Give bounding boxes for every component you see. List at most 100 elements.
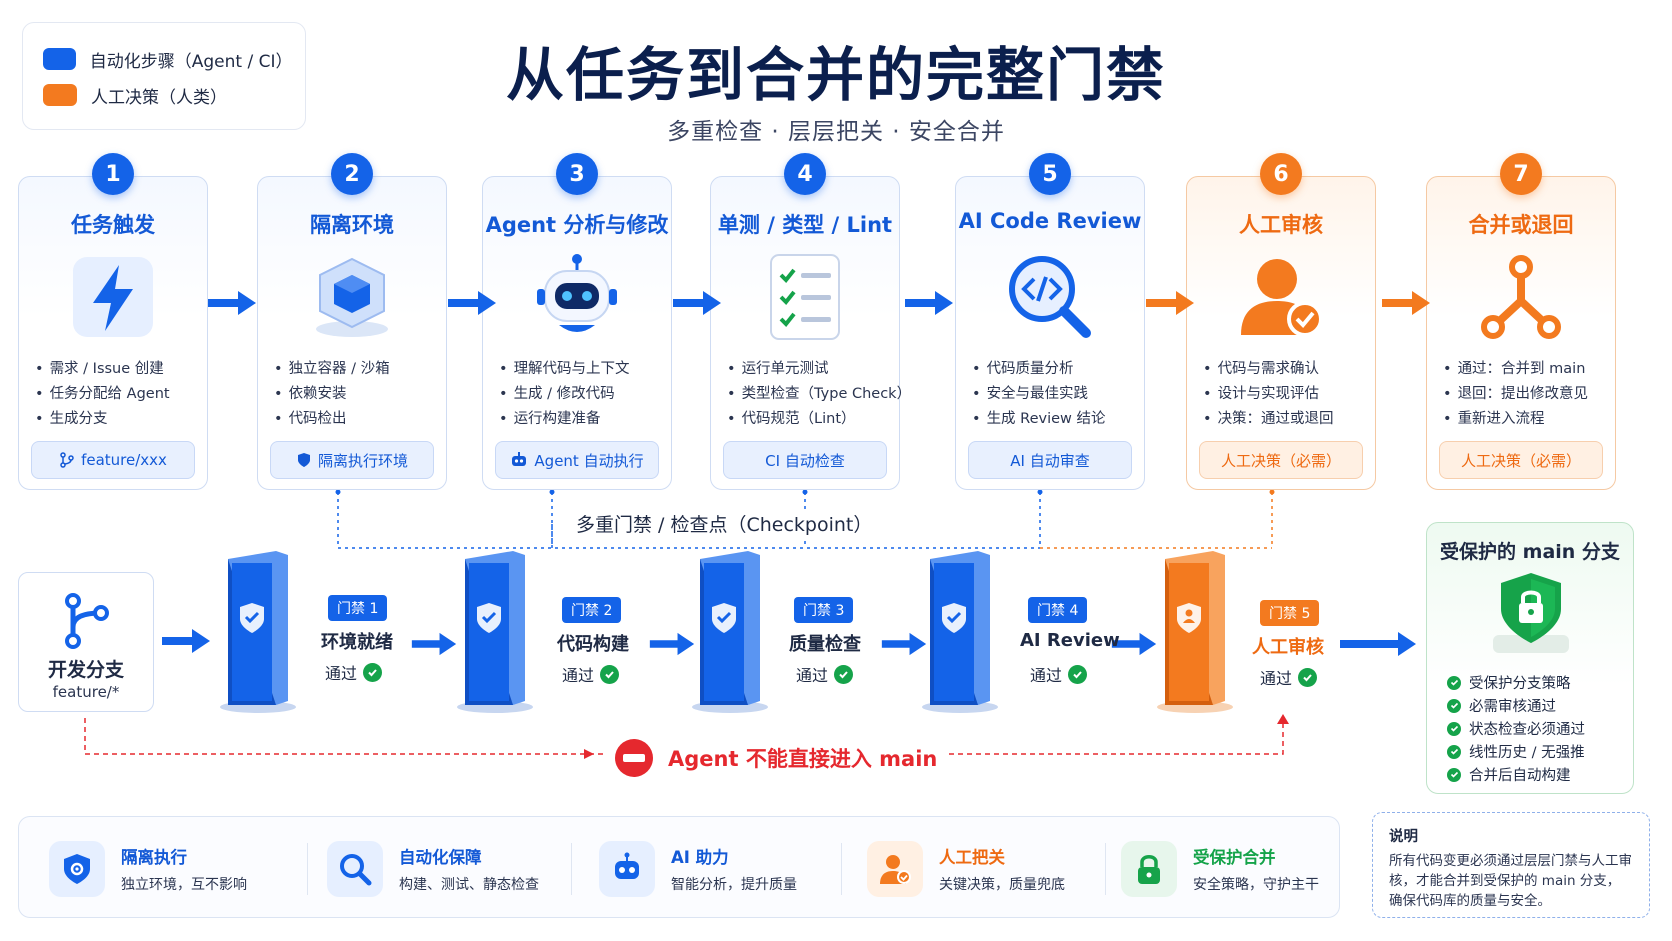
- dev-branch-pattern: feature/*: [52, 683, 120, 701]
- dev-branch-card: 开发分支 feature/*: [18, 572, 154, 712]
- feature-title: 隔离执行: [121, 848, 187, 867]
- legend-item-human: 人工决策（人类）: [43, 77, 285, 113]
- arrow-right-icon: [411, 632, 457, 656]
- divider: [307, 843, 308, 895]
- step-tag-label: AI 自动审查: [1010, 451, 1090, 470]
- bullet: 退回：提出修改意见: [1443, 382, 1609, 407]
- bullet: 代码检出: [274, 407, 440, 432]
- policy-item-label: 受保护分支策略: [1469, 676, 1571, 692]
- policy-item-label: 状态检查必须通过: [1469, 722, 1585, 738]
- gate-status: 通过: [325, 660, 383, 684]
- step-title: 单测 / 类型 / Lint: [717, 213, 893, 237]
- arrow-right-icon: [649, 632, 695, 656]
- gate-status-label: 通过: [1260, 669, 1293, 688]
- divider: [1105, 843, 1106, 895]
- gate-name: AI Review: [1020, 630, 1120, 651]
- divider: [571, 843, 572, 895]
- no-direct-main-warning: Agent 不能直接进入 main: [604, 738, 948, 778]
- legend: 自动化步骤（Agent / CI） 人工决策（人类）: [22, 22, 306, 130]
- step-tag[interactable]: 人工决策（必需）: [1199, 441, 1363, 479]
- robot-icon: [599, 841, 655, 897]
- note-title: 说明: [1389, 829, 1418, 845]
- legend-swatch-blue: [43, 48, 76, 70]
- dev-branch-title: 开发分支: [47, 659, 124, 681]
- gate-badge: 门禁 4: [1028, 597, 1088, 623]
- page-subtitle: 多重检查 · 层层把关 · 安全合并: [667, 119, 1005, 145]
- policy-item-label: 线性历史 / 无强推: [1469, 745, 1585, 761]
- step-tag[interactable]: 隔离执行环境: [270, 441, 434, 479]
- feature-title: AI 助力: [671, 848, 729, 867]
- step-tag-label: 隔离执行环境: [317, 451, 408, 470]
- step-title: Agent 分析与修改: [485, 213, 669, 237]
- gate-badge: 门禁 2: [562, 597, 622, 623]
- bullet: 设计与实现评估: [1203, 382, 1369, 407]
- git-branch-icon: [65, 593, 109, 649]
- step-tag[interactable]: CI 自动检查: [723, 441, 887, 479]
- step-tag[interactable]: feature/xxx: [31, 441, 195, 479]
- gate-badge: 门禁 1: [328, 595, 388, 621]
- gate-door-5: [1157, 551, 1233, 713]
- step-tag-label: Agent 自动执行: [534, 451, 644, 470]
- feature-desc: 安全策略，守护主干: [1193, 877, 1319, 893]
- bullet: 生成分支: [35, 407, 201, 432]
- legend-label: 自动化步骤（Agent / CI）: [89, 51, 293, 72]
- feature-title: 人工把关: [939, 848, 1005, 867]
- bullet: 决策：通过或退回: [1203, 407, 1369, 432]
- policy-item: 受保护分支策略: [1447, 671, 1585, 694]
- step-bullets: 需求 / Issue 创建 任务分配给 Agent 生成分支: [35, 357, 201, 432]
- feature-title: 受保护合并: [1193, 848, 1276, 867]
- gate-status: 通过: [562, 662, 620, 686]
- check-circle-icon: [1447, 721, 1461, 736]
- bullet: 依赖安装: [274, 382, 440, 407]
- bullet: 通过：合并到 main: [1443, 357, 1609, 382]
- bullet: 安全与最佳实践: [972, 382, 1138, 407]
- bullet: 代码与需求确认: [1203, 357, 1369, 382]
- lightning-icon: [73, 257, 153, 337]
- branch-icon: [60, 452, 74, 468]
- arrow-right-icon: [905, 291, 953, 315]
- step-tag-label: 人工决策（必需）: [1220, 451, 1341, 470]
- step-card-3: 3 Agent 分析与修改 理解代码与上下文 生成 / 修改代码 运行构建准备 …: [482, 153, 672, 490]
- step-number: 2: [331, 153, 373, 195]
- check-circle-icon: [363, 662, 383, 682]
- policy-item: 状态检查必须通过: [1447, 717, 1585, 740]
- check-circle-icon: [1068, 664, 1088, 684]
- step-number: 1: [92, 153, 134, 195]
- gate-badge: 门禁 5: [1260, 600, 1320, 626]
- step-tag-label: feature/xxx: [81, 451, 167, 469]
- step-tag[interactable]: 人工决策（必需）: [1439, 441, 1603, 479]
- note-box: 说明 所有代码变更必须通过层层门禁与人工审核，才能合并到受保护的 main 分支…: [1372, 812, 1650, 918]
- policy-item: 线性历史 / 无强推: [1447, 740, 1585, 763]
- step-title: AI Code Review: [958, 209, 1142, 233]
- note-text: 所有代码变更必须通过层层门禁与人工审核，才能合并到受保护的 main 分支，确保…: [1389, 853, 1632, 909]
- bullet: 理解代码与上下文: [499, 357, 665, 382]
- protected-main-title: 受保护的 main 分支: [1440, 541, 1620, 563]
- step-bullets: 独立容器 / 沙箱 依赖安装 代码检出: [274, 357, 440, 432]
- step-number: 6: [1260, 153, 1302, 195]
- gate-status: 通过: [1030, 662, 1088, 686]
- gate-status-label: 通过: [1030, 666, 1063, 685]
- step-tag[interactable]: Agent 自动执行: [495, 441, 659, 479]
- bullet: 代码规范（Lint）: [727, 407, 893, 432]
- legend-item-automated: 自动化步骤（Agent / CI）: [43, 41, 293, 77]
- arrow-right-icon: [208, 291, 256, 315]
- person-check-icon: [867, 841, 923, 897]
- check-circle-icon: [600, 664, 620, 684]
- warning-text: Agent 不能直接进入 main: [668, 747, 938, 771]
- no-entry-icon: [615, 739, 653, 777]
- bullet: 类型检查（Type Check）: [727, 382, 912, 407]
- step-tag[interactable]: AI 自动审查: [968, 441, 1132, 479]
- gate-badge: 门禁 3: [794, 597, 854, 623]
- magnifier-icon: [327, 841, 383, 897]
- bullet: 任务分配给 Agent: [35, 382, 201, 407]
- step-bullets: 运行单元测试 类型检查（Type Check） 代码规范（Lint）: [727, 357, 912, 432]
- feature-desc: 独立环境，互不影响: [121, 877, 247, 893]
- shield-icon: [297, 453, 310, 467]
- step-card-5: 5 AI Code Review 代码质量分析 安全与最佳实践 生成 Revie…: [955, 153, 1145, 490]
- padlock-icon: [1121, 841, 1177, 897]
- gate-name: 质量检查: [789, 634, 861, 655]
- feature-desc: 智能分析，提升质量: [671, 877, 797, 893]
- gate-door-1: [220, 551, 296, 713]
- feature-item: 隔离执行 独立环境，互不影响: [49, 835, 247, 903]
- feature-item: 受保护合并 安全策略，守护主干: [1121, 835, 1319, 903]
